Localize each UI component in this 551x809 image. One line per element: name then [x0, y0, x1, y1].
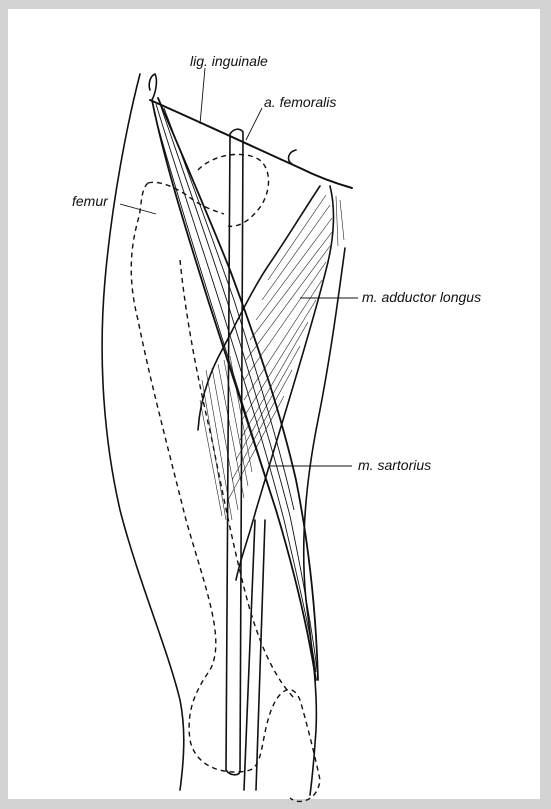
femur-inner-dashed	[180, 260, 296, 700]
thigh-outline-top-hook	[149, 74, 156, 100]
leader-lig-inguinale	[200, 68, 205, 124]
adductor-longus-muscle	[198, 186, 320, 430]
leader-femur	[120, 204, 156, 214]
label-m-adductor-longus: m. adductor longus	[362, 289, 481, 305]
label-m-sartorius: m. sartorius	[358, 457, 431, 473]
label-femur: femur	[72, 193, 109, 209]
adductor-longus-hatching	[228, 195, 344, 500]
label-lig-inguinale: lig. inguinale	[190, 53, 268, 69]
ligament-hook	[289, 150, 296, 164]
inguinal-ligament	[150, 100, 352, 188]
label-a-femoralis: a. femoralis	[264, 94, 336, 110]
leader-a-femoralis	[246, 108, 262, 140]
